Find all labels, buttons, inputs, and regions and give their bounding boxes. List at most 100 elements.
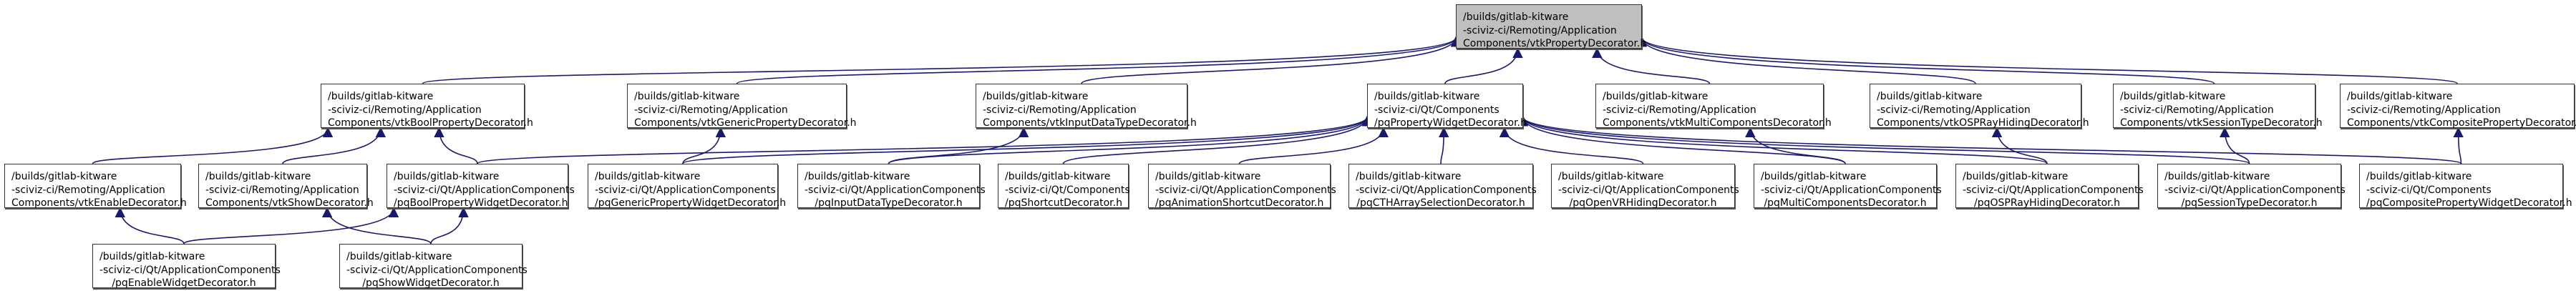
edge-pqEnableWidget-to-pqBool [183, 207, 399, 245]
node-label-line: -sciviz-ci/Qt/ApplicationComponents [99, 264, 281, 276]
node-label-line: Components/vtkCompositePropertyDecorator… [2347, 117, 2576, 129]
node-label-line: /pqOpenVRHidingDecorator.h [1569, 197, 1717, 209]
node-label-line: -sciviz-ci/Qt/ApplicationComponents [1558, 184, 1739, 196]
node-label-line: -sciviz-ci/Qt/ApplicationComponents [595, 184, 776, 196]
node-pqMultiComponentsDecorator[interactable]: /builds/gitlab-kitware -sciviz-ci/Qt/App… [1754, 164, 1942, 209]
node-label-line: Components/vtkEnableDecorator.h [11, 197, 187, 209]
node-label-line: -sciviz-ci/Qt/ApplicationComponents [805, 184, 986, 196]
node-pqGenericPropertyWidgetDecorator[interactable]: /builds/gitlab-kitware -sciviz-ci/Qt/App… [588, 164, 787, 209]
node-label-line: /pqCompositePropertyWidgetDecorator.h [2366, 197, 2572, 209]
edge-vtkSession-to-root [1636, 36, 2215, 84]
node-label-line: -sciviz-ci/Qt/Components [1005, 184, 1130, 196]
node-label-line: -sciviz-ci/Remoting/Application [1877, 104, 2031, 116]
edge-pqComposite-to-pqPropertyWidget [1518, 116, 2462, 164]
edge-pqBool-to-pqPropertyWidget [477, 116, 1372, 164]
node-label-line: /builds/gitlab-kitware [99, 251, 205, 262]
node-vtkInputDataTypeDecorator[interactable]: /builds/gitlab-kitware -sciviz-ci/Remoti… [976, 84, 1197, 129]
node-label-line: /builds/gitlab-kitware [983, 91, 1089, 102]
node-vtkEnableDecorator[interactable]: /builds/gitlab-kitware -sciviz-ci/Remoti… [4, 164, 187, 209]
node-label-line: -sciviz-ci/Remoting/Application [2120, 104, 2274, 116]
edge-pqComposite-to-vtkComposite [2453, 127, 2464, 164]
edge-pqEnableWidget-to-vtkEnable [115, 207, 185, 245]
node-label-line: /builds/gitlab-kitware [634, 91, 740, 102]
node-pqPropertyWidgetDecorator[interactable]: /builds/gitlab-kitware -sciviz-ci/Qt/Com… [1367, 84, 1527, 129]
node-pqOpenVRHidingDecorator[interactable]: /builds/gitlab-kitware -sciviz-ci/Qt/App… [1551, 164, 1739, 209]
node-label-line: -sciviz-ci/Remoting/Application [1463, 24, 1617, 36]
edge-pqShowWidget-to-vtkShow [321, 207, 432, 245]
edge-pqBool-to-vtkBool [434, 127, 478, 164]
node-label-line: /builds/gitlab-kitware [805, 171, 910, 182]
edge-vtkBool-to-root [422, 36, 1461, 84]
node-vtkBoolPropertyDecorator[interactable]: /builds/gitlab-kitware -sciviz-ci/Remoti… [321, 84, 533, 129]
node-label-line: /pqInputDataTypeDecorator.h [815, 197, 963, 209]
node-pqCTHArraySelectionDecorator[interactable]: /builds/gitlab-kitware -sciviz-ci/Qt/App… [1348, 164, 1537, 209]
node-label-line: Components/vtkBoolPropertyDecorator.h [328, 117, 533, 129]
node-label-line: /builds/gitlab-kitware [1463, 11, 1569, 23]
node-label-line: -sciviz-ci/Remoting/Application [11, 184, 165, 196]
node-vtkSessionTypeDecorator[interactable]: /builds/gitlab-kitware -sciviz-ci/Remoti… [2113, 84, 2323, 129]
edge-pqInputDataType-to-pqPropertyWidget [888, 116, 1373, 164]
node-label-line: /builds/gitlab-kitware [205, 171, 311, 182]
node-label-line: Components/vtkGenericPropertyDecorator.h [634, 117, 857, 129]
node-label-line: /builds/gitlab-kitware [1005, 171, 1111, 182]
node-label-line: /builds/gitlab-kitware [11, 171, 117, 182]
node-pqSessionTypeDecorator[interactable]: /builds/gitlab-kitware -sciviz-ci/Qt/App… [2157, 164, 2346, 209]
edge-pqGeneric-to-vtkGeneric [682, 127, 726, 164]
node-vtkMultiComponentsDecorator[interactable]: /builds/gitlab-kitware -sciviz-ci/Remoti… [1595, 84, 1832, 129]
node-label-line: /pqGenericPropertyWidgetDecorator.h [595, 197, 787, 209]
node-label-line: /pqOSPRayHidingDecorator.h [1974, 197, 2120, 209]
node-label-line: /pqBoolPropertyWidgetDecorator.h [394, 197, 568, 209]
node-label-line: /builds/gitlab-kitware [1603, 91, 1709, 102]
node-pqAnimationShortcutDecorator[interactable]: /builds/gitlab-kitware -sciviz-ci/Qt/App… [1148, 164, 1336, 209]
node-label-line: /builds/gitlab-kitware [1155, 171, 1261, 182]
node-pqEnableWidgetDecorator[interactable]: /builds/gitlab-kitware -sciviz-ci/Qt/App… [92, 244, 281, 289]
edge-pqInputDataType-to-vtkInputDataType [888, 127, 1029, 164]
node-label-line: /pqEnableWidgetDecorator.h [112, 277, 256, 289]
edge-pqCTH-to-pqPropertyWidget [1438, 127, 1449, 164]
node-label-line: /pqPropertyWidgetDecorator.h [1374, 117, 1527, 129]
edge-pqOpenVR-to-pqPropertyWidget [1499, 127, 1644, 164]
node-pqCompositePropertyWidgetDecorator[interactable]: /builds/gitlab-kitware -sciviz-ci/Qt/Com… [2359, 164, 2572, 209]
edge-pqPropertyWidget-to-root [1444, 47, 1523, 84]
node-label-line: -sciviz-ci/Remoting/Application [2347, 104, 2501, 116]
node-label-line: /builds/gitlab-kitware [595, 171, 701, 182]
edge-pqSession-to-vtkSession [2220, 127, 2250, 164]
edge-vtkEnable-to-vtkBool [92, 127, 334, 164]
edge-vtkGeneric-to-root [736, 36, 1461, 84]
node-pqOSPRayHidingDecorator[interactable]: /builds/gitlab-kitware -sciviz-ci/Qt/App… [1955, 164, 2144, 209]
edge-vtkOSPRay-to-root [1636, 36, 1976, 84]
node-label-line: /pqShortcutDecorator.h [1005, 197, 1122, 209]
node-vtkOSPRayHidingDecorator[interactable]: /builds/gitlab-kitware -sciviz-ci/Remoti… [1870, 84, 2089, 129]
node-label-line: -sciviz-ci/Remoting/Application [634, 104, 788, 116]
node-vtkShowDecorator[interactable]: /builds/gitlab-kitware -sciviz-ci/Remoti… [198, 164, 374, 209]
node-label-line: /builds/gitlab-kitware [1374, 91, 1480, 102]
node-label-line: /builds/gitlab-kitware [1963, 171, 2069, 182]
node-label-line: -sciviz-ci/Qt/ApplicationComponents [1356, 184, 1537, 196]
node-pqShowWidgetDecorator[interactable]: /builds/gitlab-kitware -sciviz-ci/Qt/App… [339, 244, 528, 289]
node-pqBoolPropertyWidgetDecorator[interactable]: /builds/gitlab-kitware -sciviz-ci/Qt/App… [387, 164, 575, 209]
node-vtkPropertyDecorator[interactable]: /builds/gitlab-kitware -sciviz-ci/Remoti… [1456, 4, 1646, 49]
edge-pqOSPRay-to-vtkOSPRay [1991, 127, 2048, 164]
node-label-line: /pqCTHArraySelectionDecorator.h [1356, 197, 1525, 209]
edge-vtkMulti-to-root [1592, 47, 1711, 84]
node-label-line: /pqMultiComponentsDecorator.h [1764, 197, 1927, 209]
node-pqShortcutDecorator[interactable]: /builds/gitlab-kitware -sciviz-ci/Qt/Com… [998, 164, 1130, 209]
node-label-line: Components/vtkInputDataTypeDecorator.h [983, 117, 1197, 129]
node-vtkGenericPropertyDecorator[interactable]: /builds/gitlab-kitware -sciviz-ci/Remoti… [627, 84, 857, 129]
node-label-line: /builds/gitlab-kitware [328, 91, 434, 102]
node-pqInputDataTypeDecorator[interactable]: /builds/gitlab-kitware -sciviz-ci/Qt/App… [797, 164, 986, 209]
node-label-line: -sciviz-ci/Remoting/Application [1603, 104, 1756, 116]
node-label-line: -sciviz-ci/Remoting/Application [983, 104, 1137, 116]
node-label-line: -sciviz-ci/Remoting/Application [328, 104, 482, 116]
edge-pqGeneric-to-pqPropertyWidget [682, 116, 1372, 164]
node-label-line: -sciviz-ci/Qt/Components [1374, 104, 1500, 116]
node-label-line: Components/vtkShowDecorator.h [205, 197, 374, 209]
node-label-line: -sciviz-ci/Qt/ApplicationComponents [1155, 184, 1336, 196]
edge-pqSession-to-pqPropertyWidget [1518, 116, 2250, 164]
node-label-line: /builds/gitlab-kitware [1558, 171, 1664, 182]
node-label-line: /pqSessionTypeDecorator.h [2181, 197, 2318, 209]
node-label-line: /pqShowWidgetDecorator.h [362, 277, 500, 289]
node-vtkCompositePropertyDecorator[interactable]: /builds/gitlab-kitware -sciviz-ci/Remoti… [2340, 84, 2576, 129]
